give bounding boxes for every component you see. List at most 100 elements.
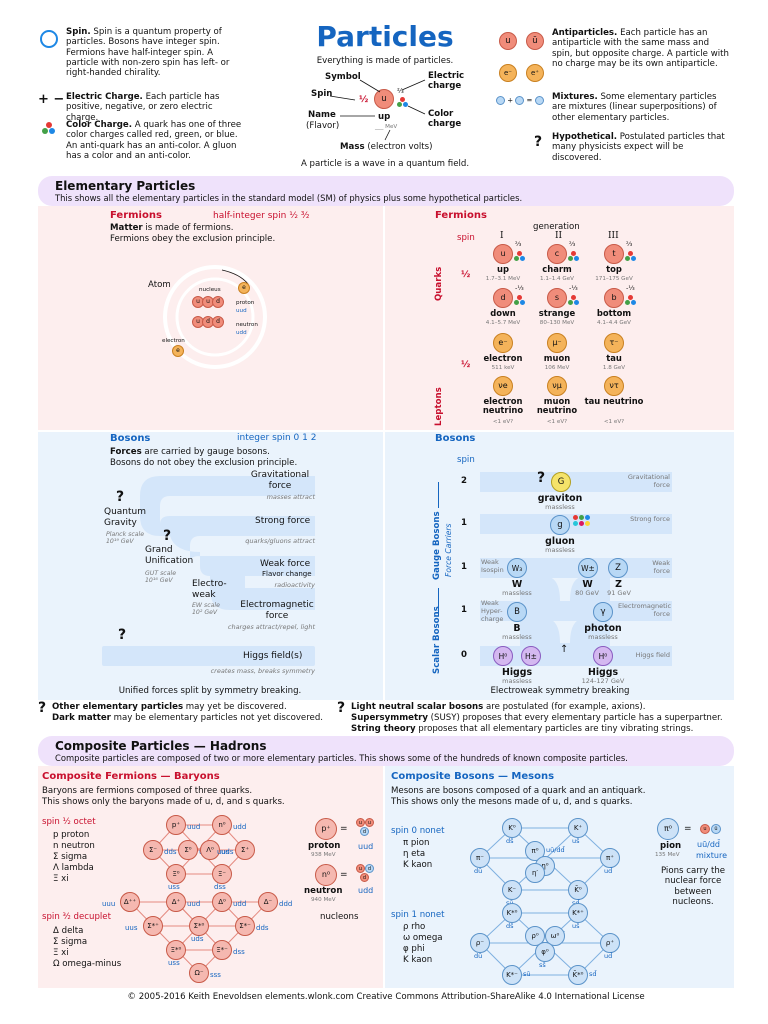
grav-force-label: Gravitational force [627,473,670,489]
weak-hyper-label: Weak Hyper-charge [481,599,504,623]
baryon-quarks: dds [256,924,269,932]
bosons-left-spin: integer spin 0 1 2 [237,433,317,443]
baryon-quarks: uus [217,848,230,856]
proton-mass: 938 MeV [311,852,336,858]
composite-header [38,736,734,766]
gu-hypothetical-icon: ? [163,528,172,544]
nucleons-label: nucleons [320,912,359,922]
higgs2-name: Higgs [587,667,619,678]
fermions-spin-label: spin [457,233,475,243]
baryon-node: Σ⁰ [178,840,198,860]
antiparticle-positron-icon: e⁺ [526,64,544,82]
meson-quarks: ss̄ [539,961,546,969]
mesons-panel [385,766,734,988]
baryon-quarks: uuu [102,900,116,908]
note-string-theory: String theory proposes that all elementa… [351,724,694,734]
meson-node: η′ [525,863,545,883]
w-name: W [511,579,523,590]
key-arrows [329,79,426,141]
w2-name: W [582,579,593,590]
spin-1-em: 1 [461,605,467,615]
w-mass: massless [502,589,532,597]
key-mass-value: ___ MeV [375,124,398,130]
notes-left-icon: ? [38,700,47,716]
legend-color: Color Charge. A quark has one of three c… [66,120,242,161]
graviton-icon: G [551,472,571,492]
neutron-composition: udd [358,886,374,895]
fermion-name: electron [483,353,523,363]
key-symbol: Symbol [325,72,361,82]
meson-quarks: us̄ [572,922,580,930]
fermion-name: up [497,264,509,274]
fermion-charge: -⅓ [515,284,524,292]
proton-composition: uud [358,842,374,851]
spin-0: 0 [461,650,467,660]
grand-unification: Grand Unification [145,545,194,566]
gauge-line-bottom [438,588,439,616]
key-up-quark: u [374,89,394,109]
atom-diagram [163,265,267,369]
baryon-node: Σ*⁻ [235,916,255,936]
hypothetical-icon: ? [534,134,543,150]
fermion-mass: <1 eV? [546,419,568,425]
nonet1-label: spin 1 nonet [391,910,445,920]
weak-note: radioactivity [274,581,315,589]
baryons-desc1: Baryons are fermions composed of three q… [42,786,253,796]
fermion-mass: 80–130 MeV [539,320,575,326]
spin-icon [40,30,58,48]
decuplet-label: spin ³⁄₂ decuplet [42,912,111,922]
gluon-color-icon [573,515,597,535]
electron-label: electron [162,338,185,344]
graviton-name: graviton [537,493,583,504]
fermion-mass: 106 MeV [544,365,570,371]
fermion-charge: -⅓ [626,284,635,292]
meson-node: K*⁺ [568,903,588,923]
meson-quarks: sd̄ [589,970,597,978]
proton-quarks: uud [236,308,247,314]
fermion-charm-icon: c [547,244,567,264]
antiparticle-u-icon: u [499,32,517,50]
bosons-right-caption: Electroweak symmetry breaking [490,686,630,696]
gauge-bosons-label: Gauge Bosons [432,511,442,580]
fermion-charge: ⅔ [626,240,633,248]
baryon-node: Σ⁻ [143,840,163,860]
weak-force: Weak force [260,559,311,569]
atom-electron-top-icon: e [238,282,250,294]
fermion-up-icon: u [493,244,513,264]
weak-em-connector [520,576,610,606]
higgs-note: creates mass, breaks symmetry [210,667,315,675]
key-color-dots-icon [397,97,409,109]
gluon-mass: massless [545,546,575,554]
baryon-quarks: udd [233,823,247,831]
hpm-icon: H± [521,646,541,666]
photon-mass: massless [588,633,618,641]
photon-name: photon [584,623,622,634]
color-charge-icon [42,122,56,136]
b-icon: B [507,602,527,622]
meson-quarks: ds̄ [506,837,514,845]
gen-2: II [555,231,563,241]
meson-quarks: us̄ [572,837,580,845]
baryon-quarks: sss [210,971,221,979]
fermion-mass: 1.7–3.1 MeV [485,276,521,282]
pion-icon: π⁰ [657,818,679,840]
meson-quarks: sū [523,970,531,978]
strong-force: Strong force [255,516,311,526]
fermion-name: top [606,264,622,274]
meson-node: K̄⁰ [568,880,588,900]
gravity-force: Gravitational force [250,470,310,491]
scalar-bosons-label: Scalar Bosons [432,606,442,674]
qg-hypothetical-icon: ? [116,489,125,505]
meson-node: π⁺ [600,848,620,868]
legend-hypothetical: Hypothetical. Postulated particles that … [552,132,725,163]
meson-node: φ⁰ [535,942,555,962]
antiparticle-ubar-icon: ū [526,32,544,50]
force-carriers-label: Force Carriers [444,523,453,577]
baryon-node: Ξ*⁻ [212,940,232,960]
pion-equals: = [684,824,692,834]
note-dark-matter: Dark matter may be elementary particles … [52,713,324,723]
nucleus-label: nucleus [199,287,221,293]
b-mass: massless [502,633,532,641]
mesons-title: Composite Bosons — Mesons [391,771,555,782]
